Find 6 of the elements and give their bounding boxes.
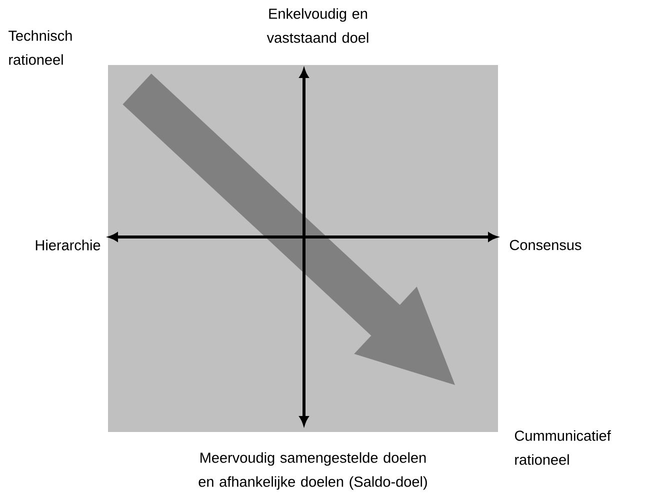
axis-label: Enkelvoudig en vaststaand doel xyxy=(266,8,368,43)
axis-label: Cummunicatief rationeel xyxy=(514,430,611,465)
axis-label: Consensus xyxy=(510,240,582,250)
axis-label: Technisch rationeel xyxy=(8,30,72,65)
axis-label: Meervoudig samengestelde doelen en afhankelijke doelen (Saldo-doel) xyxy=(198,452,427,490)
axis-label: Hierarchie xyxy=(36,240,100,250)
